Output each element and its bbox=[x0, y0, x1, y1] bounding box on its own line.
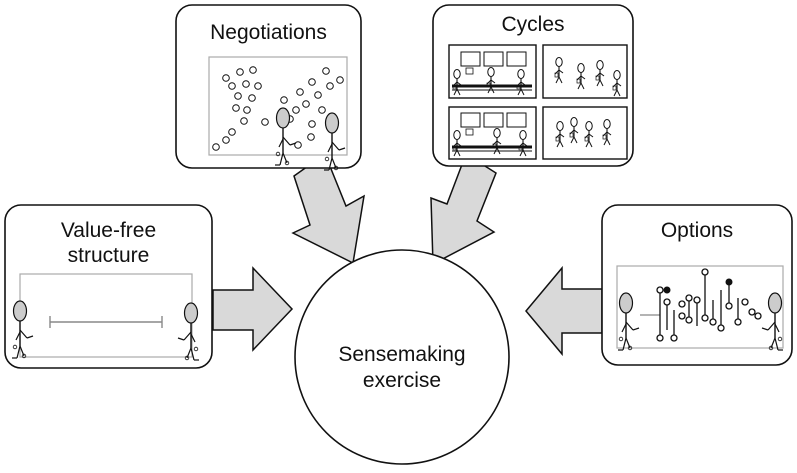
cycles-panel-bottom-left bbox=[448, 106, 537, 160]
cycles-panel-bottom-right bbox=[542, 106, 628, 160]
arrow-options bbox=[525, 265, 603, 357]
center-circle bbox=[294, 249, 510, 465]
value-free-title-line1: Value-free bbox=[60, 219, 157, 242]
arrow-value-free bbox=[212, 266, 294, 352]
center-label-line1: Sensemaking bbox=[338, 343, 466, 366]
options-title: Options bbox=[660, 219, 734, 242]
negotiations-title: Negotiations bbox=[210, 21, 327, 44]
arrow-cycles bbox=[430, 152, 497, 266]
cycles-title: Cycles bbox=[501, 13, 565, 36]
options-frame bbox=[616, 265, 784, 349]
box-value-free bbox=[4, 204, 213, 369]
box-options bbox=[601, 204, 793, 366]
negotiations-dots bbox=[212, 66, 344, 151]
value-free-frame bbox=[19, 273, 193, 358]
box-negotiations bbox=[175, 4, 362, 171]
value-free-title-line2: structure bbox=[67, 244, 150, 267]
options-stems bbox=[656, 268, 762, 342]
cycles-panel-top-left bbox=[448, 44, 537, 99]
box-cycles bbox=[432, 4, 634, 167]
cycles-panel-top-right bbox=[542, 44, 628, 99]
center-label-line2: exercise bbox=[362, 369, 442, 392]
value-free-scale bbox=[49, 316, 163, 328]
